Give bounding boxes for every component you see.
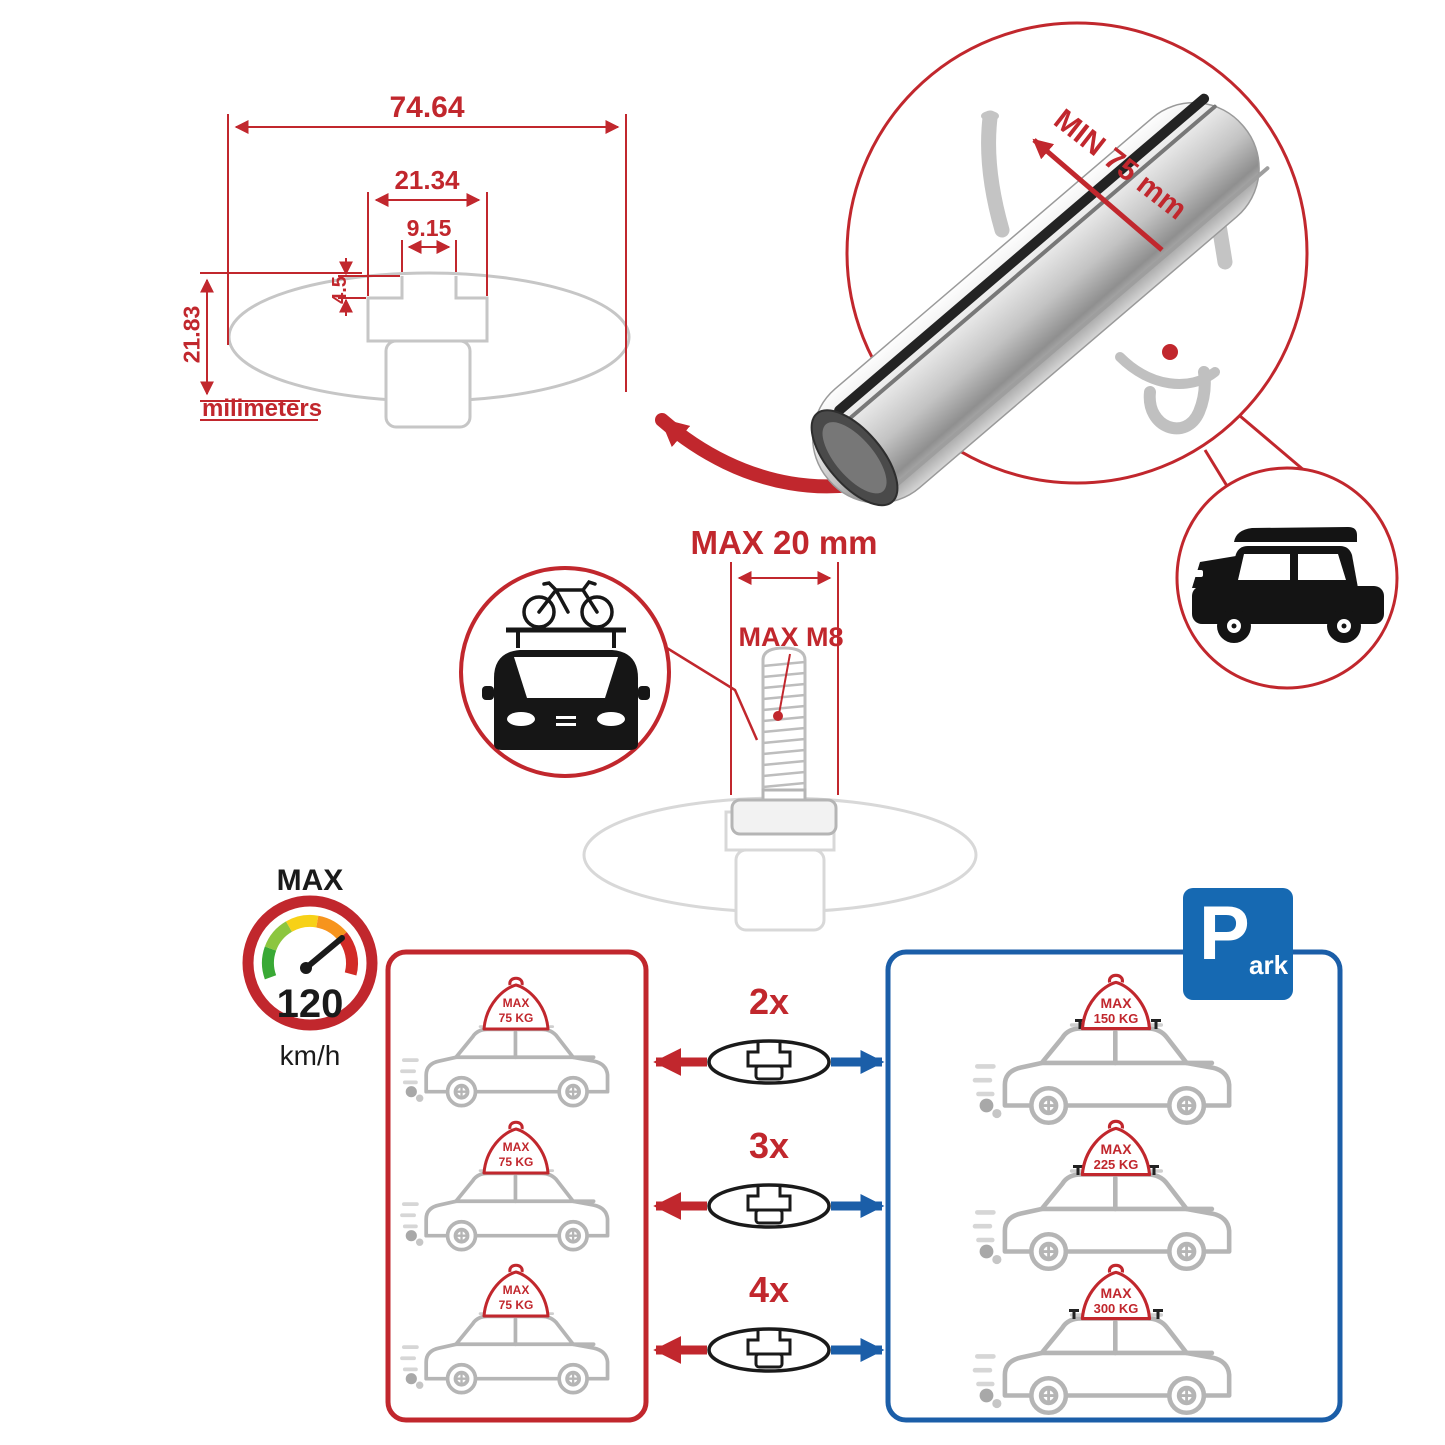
dim-slot-width: 9.15 xyxy=(406,215,452,241)
bolt-fitting-diagram xyxy=(582,562,978,932)
crossbar-cross-section-icon xyxy=(707,1039,831,1085)
cargo-max-label: MAX xyxy=(502,1140,530,1154)
bolt-max-width-label: MAX 20 mm xyxy=(690,524,878,561)
cargo-max-label: MAX xyxy=(502,1283,530,1297)
cargo-weight-label: 75 KG xyxy=(498,1298,534,1312)
clamp-strap-icon xyxy=(1115,352,1220,435)
dim-units-label: milimeters xyxy=(202,395,323,422)
dim-slot-depth: 4.5 xyxy=(329,276,351,304)
min-span-arrow xyxy=(1032,138,1164,252)
park-suffix: ark xyxy=(1249,950,1289,980)
cargo-weight-label: 300 KG xyxy=(1093,1301,1139,1316)
crossbar-render-detail xyxy=(810,21,1309,507)
suv-roofbox-icon xyxy=(1192,527,1384,643)
multiplier-label: 4x xyxy=(748,1269,790,1310)
car-front-bike-detail xyxy=(459,566,759,778)
clamp-point-dot xyxy=(1162,344,1178,360)
cargo-weight-label: 75 KG xyxy=(498,1155,534,1169)
speed-max-label: MAX xyxy=(276,864,344,897)
cargo-weight-label: 150 KG xyxy=(1093,1011,1139,1026)
aluminum-crossbar-icon xyxy=(810,93,1270,507)
car-front-bike-icon xyxy=(482,579,650,750)
crossbar-cross-section-diagram xyxy=(200,114,631,429)
dimension-lines xyxy=(200,114,627,421)
park-letter: P xyxy=(1199,891,1250,976)
cargo-max-label: MAX xyxy=(1100,995,1132,1011)
thread-point-dot xyxy=(773,711,783,721)
bolt-max-thread-label: MAX M8 xyxy=(738,622,844,652)
speed-value: 120 xyxy=(276,982,344,1026)
callout-line xyxy=(661,643,759,741)
threaded-bolt-icon xyxy=(730,646,838,836)
bolt-dimension-lines xyxy=(730,562,839,795)
cargo-max-label: MAX xyxy=(502,996,530,1010)
dim-total-width: 74.64 xyxy=(389,91,465,124)
suv-roofbox-detail xyxy=(1175,466,1399,690)
dim-inner-width: 21.34 xyxy=(394,165,460,195)
cargo-weight-label: 225 KG xyxy=(1093,1157,1139,1172)
parking-sign-icon xyxy=(1183,888,1293,1000)
cargo-max-label: MAX xyxy=(1100,1285,1132,1301)
multiplier-column xyxy=(653,1039,885,1373)
speedometer-icon xyxy=(242,895,378,1031)
cargo-weight-label: 75 KG xyxy=(498,1011,534,1025)
multiplier-label: 3x xyxy=(748,1125,790,1166)
multiplier-label: 2x xyxy=(748,981,790,1022)
dim-total-height: 21.83 xyxy=(178,305,205,364)
crossbar-cross-section-icon xyxy=(707,1327,831,1373)
crossbar-cross-section-icon xyxy=(707,1183,831,1229)
cargo-max-label: MAX xyxy=(1100,1141,1132,1157)
speed-unit: km/h xyxy=(279,1040,341,1071)
